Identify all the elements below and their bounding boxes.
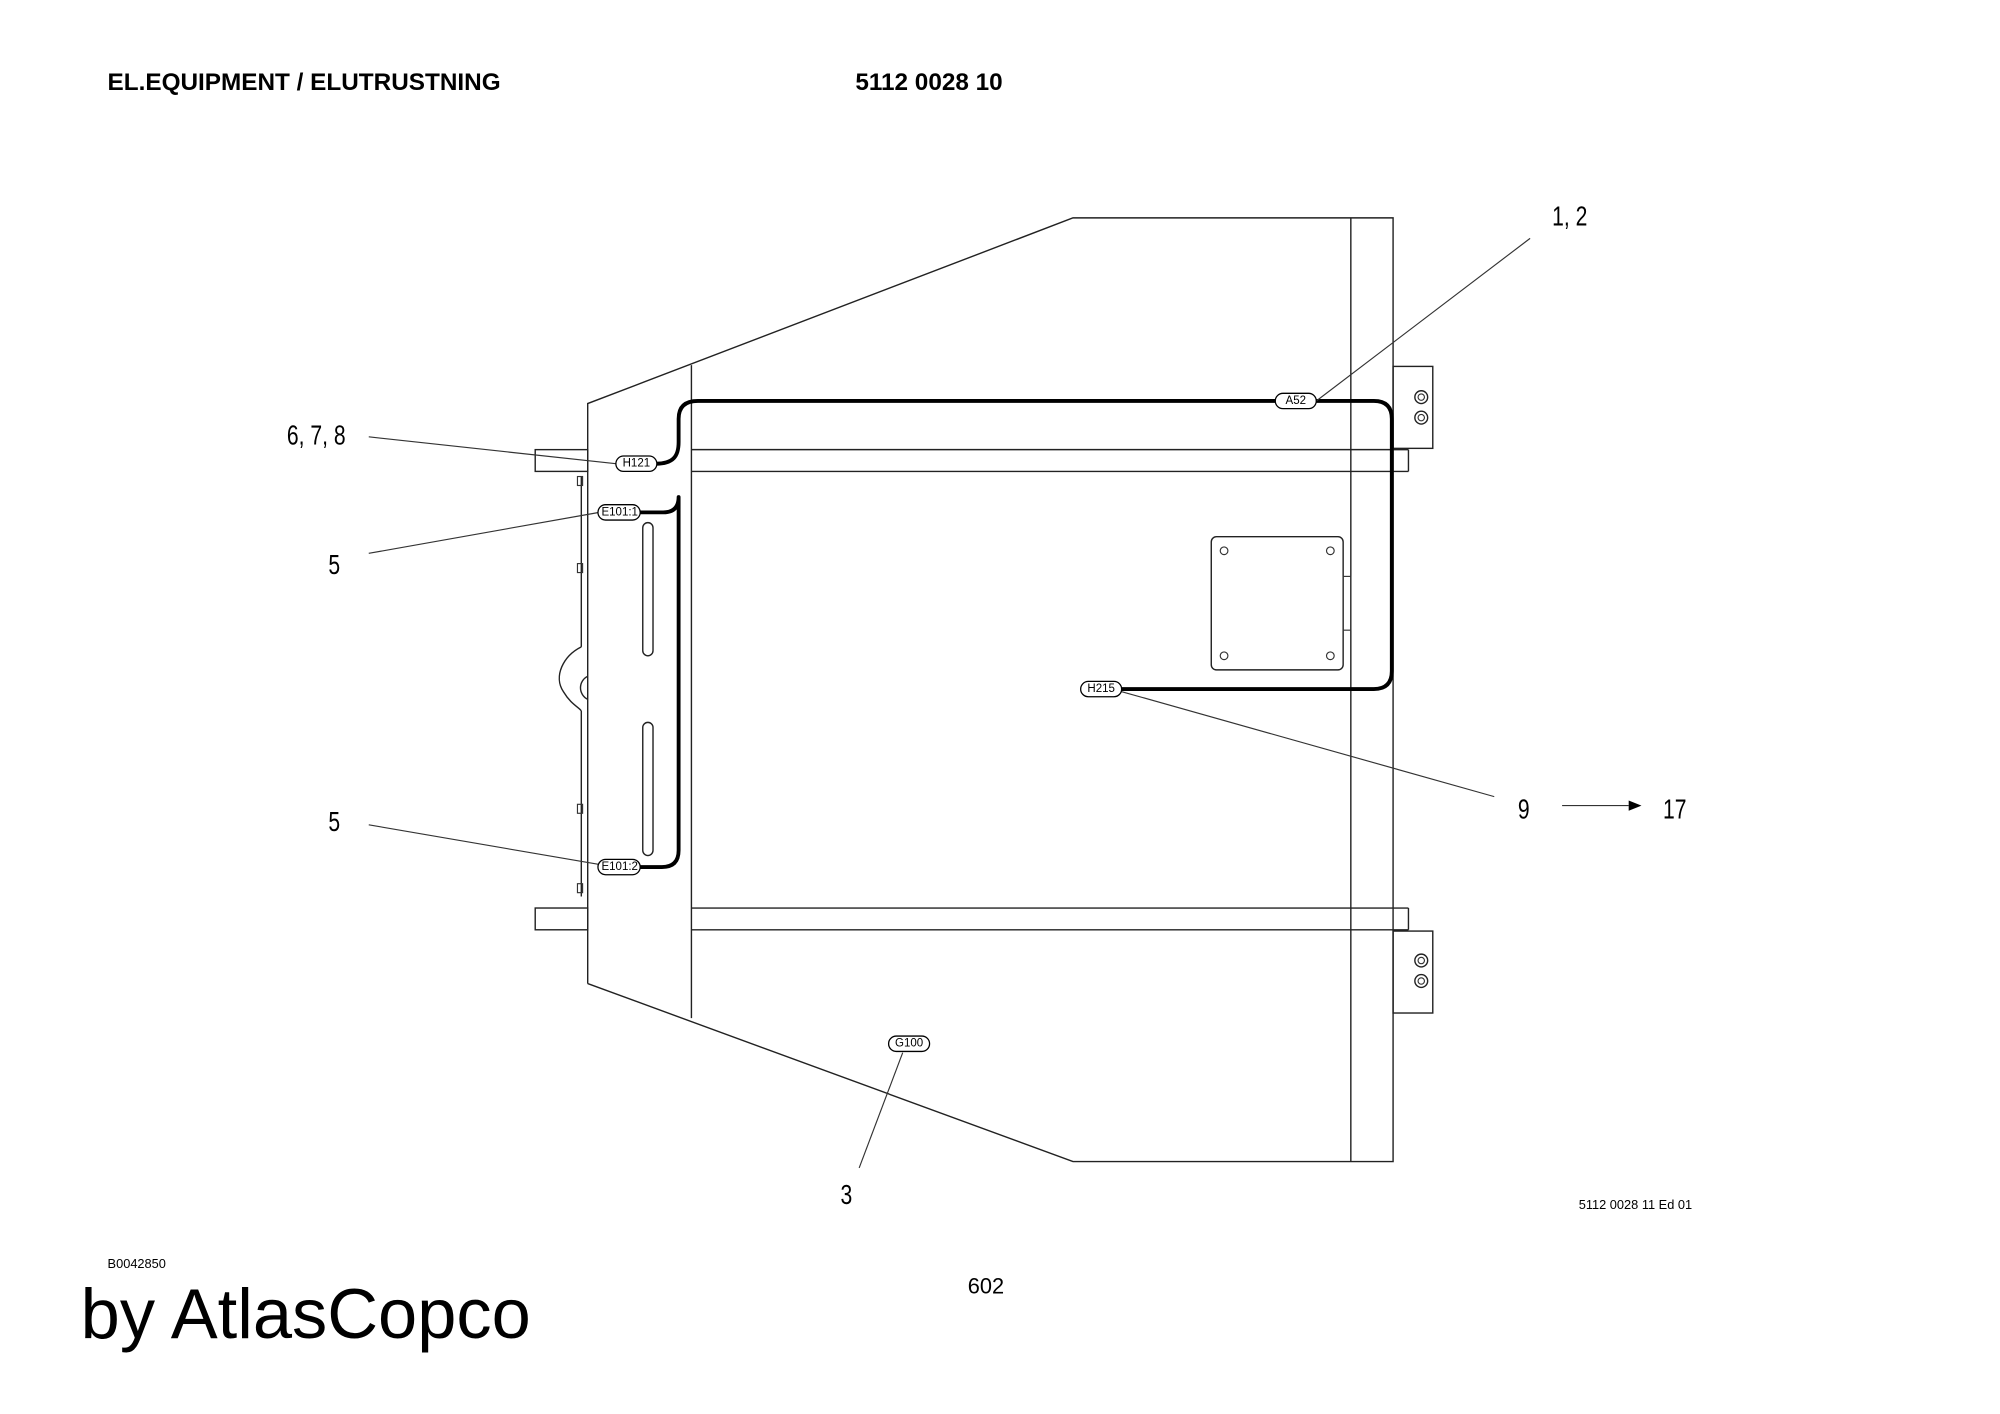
tag-g100: G100 [887, 1035, 931, 1053]
callout-5-upper: 5 [328, 549, 340, 581]
part-number: 5112 0028 10 [855, 69, 1002, 96]
drawing-reference: 5112 0028 11 Ed 01 [1579, 1197, 1692, 1212]
callout-17: 17 [1663, 794, 1686, 826]
leader-lines [368, 237, 1642, 1169]
callout-5-lower: 5 [328, 806, 340, 838]
svg-text:E101:1: E101:1 [601, 506, 638, 518]
svg-text:H215: H215 [1087, 683, 1115, 695]
tag-h215: H215 [1080, 680, 1123, 698]
svg-text:A52: A52 [1286, 395, 1307, 407]
tag-h121: H121 [615, 455, 658, 473]
callout-3: 3 [840, 1179, 852, 1211]
tag-a52: A52 [1274, 392, 1317, 410]
callout-1-2: 1, 2 [1552, 201, 1587, 233]
document-code: B0042850 [108, 1256, 166, 1271]
page-title: EL.EQUIPMENT / ELUTRUSTNING [108, 69, 501, 96]
tag-e101-2: E101:2 [597, 858, 641, 876]
svg-text:H121: H121 [623, 458, 651, 470]
callout-9: 9 [1518, 794, 1530, 826]
brand-logo-text: by AtlasCopco [81, 1274, 531, 1353]
page-number: 602 [968, 1273, 1004, 1298]
svg-text:E101:2: E101:2 [601, 861, 638, 873]
tag-e101-1: E101:1 [597, 504, 641, 521]
wiring-harness [638, 399, 1394, 869]
arrow-right-icon [1628, 800, 1642, 811]
callout-6-7-8: 6, 7, 8 [287, 420, 346, 452]
svg-text:G100: G100 [895, 1038, 923, 1050]
